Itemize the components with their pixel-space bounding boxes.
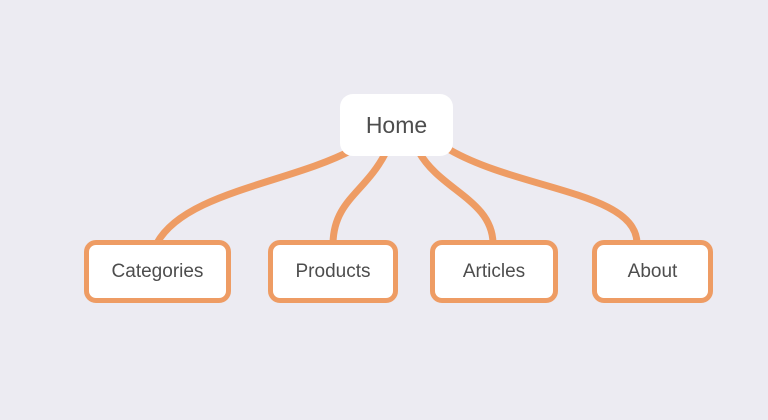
node-articles-label: Articles xyxy=(462,260,526,282)
node-products[interactable]: Products xyxy=(268,240,398,303)
edge-home-about xyxy=(446,146,641,247)
node-about-label: About xyxy=(627,260,678,282)
node-categories-label: Categories xyxy=(111,260,204,282)
node-about[interactable]: About xyxy=(592,240,713,303)
edge-home-articles xyxy=(415,148,497,247)
edge-home-categories xyxy=(153,146,356,247)
edge-home-products xyxy=(329,148,390,247)
node-products-label: Products xyxy=(295,260,371,282)
node-home[interactable]: Home xyxy=(340,94,453,156)
node-home-label: Home xyxy=(365,111,428,138)
node-articles[interactable]: Articles xyxy=(430,240,558,303)
node-categories[interactable]: Categories xyxy=(84,240,231,303)
